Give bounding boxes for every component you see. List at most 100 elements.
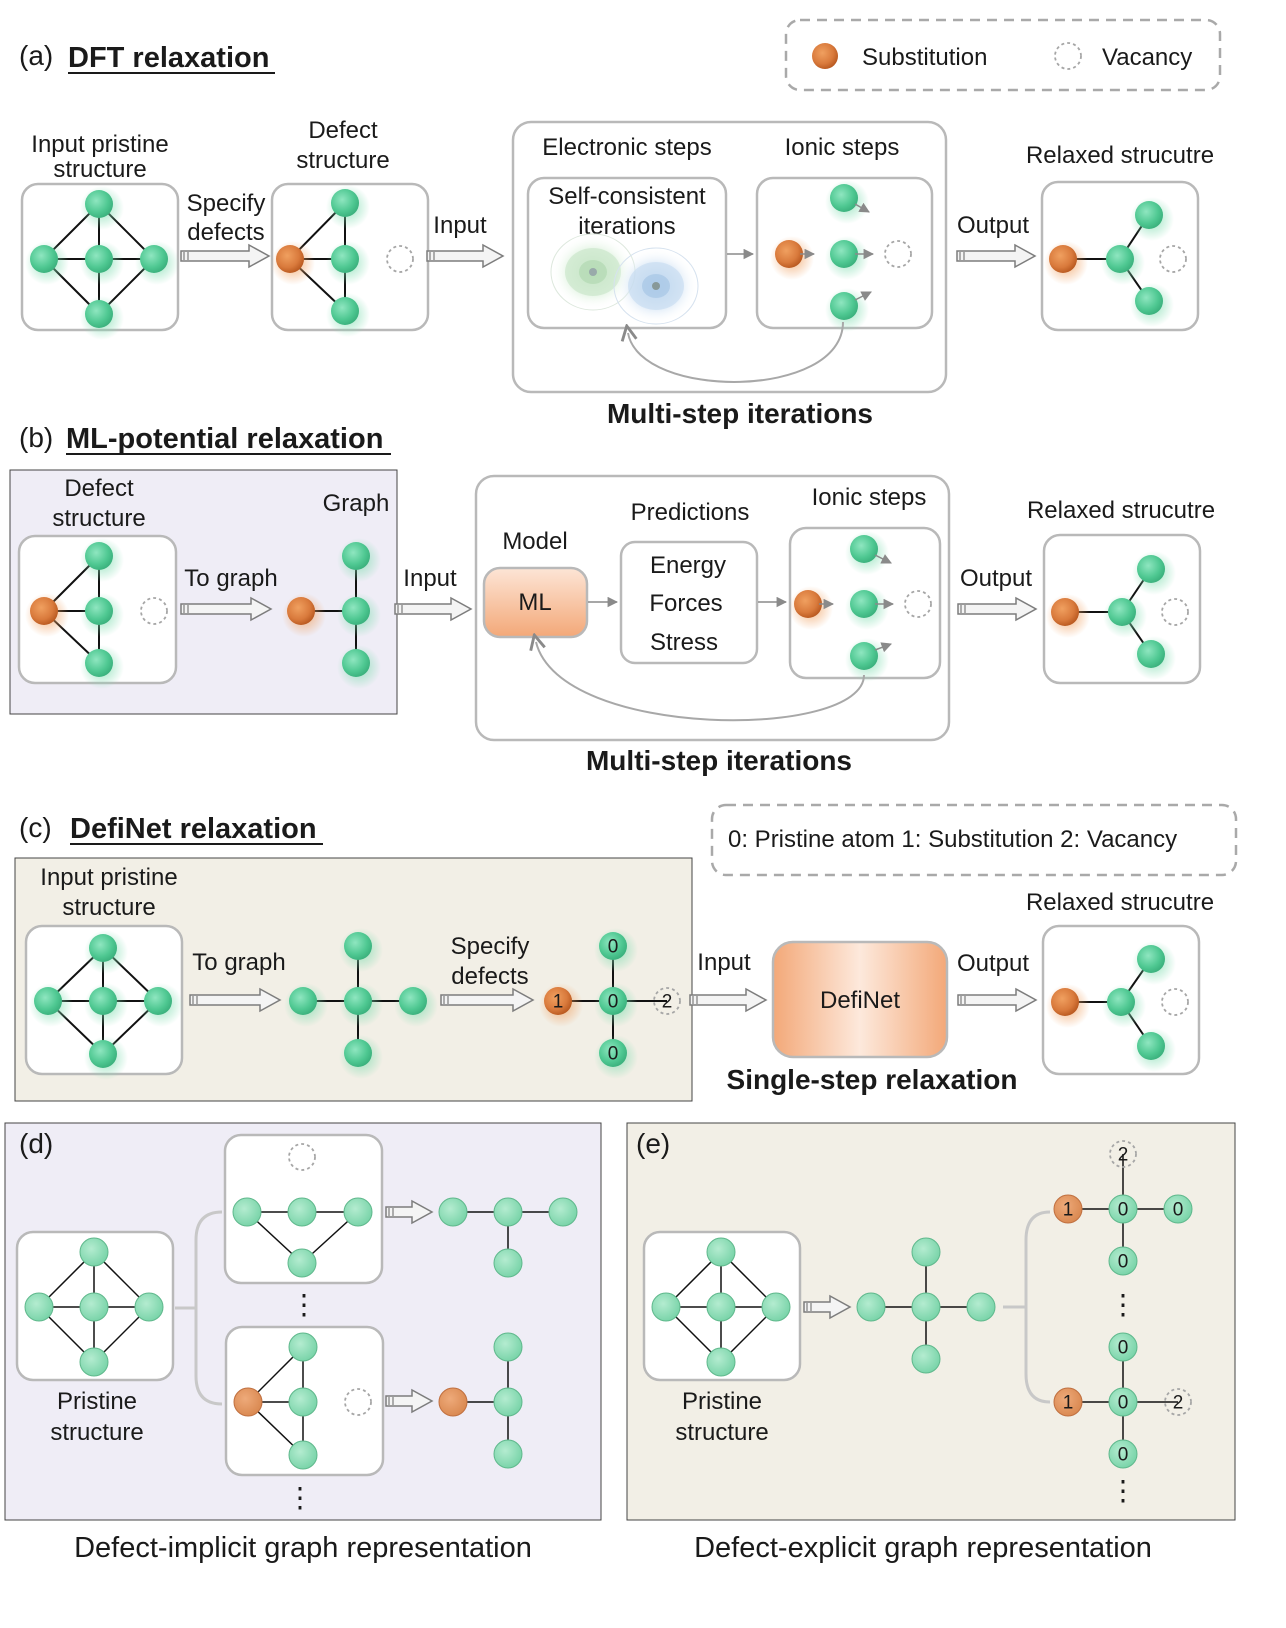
c-input-pristine-label-2: structure [62,894,155,921]
pristine-atom [288,1332,318,1362]
substitution-atom [233,1387,263,1417]
substitution-atom [1053,1387,1083,1417]
pristine-atom [438,1197,468,1227]
b-defect-label-2: structure [52,505,145,532]
b-model-label: Model [502,528,567,555]
pristine-atom [85,597,113,625]
a-specify-label-1: Specify [187,190,266,217]
pristine-atom [89,1040,117,1068]
b-output-arrow [957,596,1038,622]
block-arrow-shape [803,1294,852,1320]
c-input-label: Input [697,949,751,976]
b-graph-label: Graph [323,490,390,517]
pristine-atom [89,987,117,1015]
block-arrow-shape [394,596,473,622]
pristine-atom [706,1237,736,1267]
c-input-pristine-label-1: Input pristine [40,864,177,891]
pristine-atom [1137,1032,1165,1060]
a-specify-arrow [180,243,271,269]
b-input-label: Input [403,565,457,592]
pristine-atom [331,245,359,273]
pristine-atom [144,987,172,1015]
pristine-atom [1108,1332,1138,1362]
pristine-atom [79,1237,109,1267]
pristine-atom [1108,1387,1138,1417]
d-upper-graph [438,1197,578,1278]
b-forces-label: Forces [649,590,722,617]
displacement-arrow [854,291,872,301]
pristine-atom [79,1292,109,1322]
e-caption: Defect-explicit graph representation [694,1532,1152,1564]
pristine-atom [1108,1246,1138,1276]
pristine-atom [1107,988,1135,1016]
pristine-atom [287,1248,317,1278]
substitution-atom [276,245,304,273]
c-to-graph-arrow [189,987,282,1013]
a-defect-structure [271,185,414,337]
a-ionic-structure [770,180,912,332]
pristine-atom [493,1387,523,1417]
pristine-atom [140,245,168,273]
d-pristine-label-2: structure [50,1419,143,1446]
panel-b-title: ML-potential relaxation [66,423,383,455]
a-multistep-label: Multi-step iterations [607,398,873,429]
pristine-atom [342,649,370,677]
displacement-arrow [854,202,870,213]
c-specify-label-2: defects [451,963,528,990]
pristine-atom [85,245,113,273]
block-arrow-shape [180,596,273,622]
panel-b-label: (b) [19,422,53,453]
pristine-atom [850,642,878,670]
b-output-label: Output [960,565,1032,592]
pristine-atom [850,590,878,618]
node-label: 0 [1118,1393,1129,1414]
c-graph [284,928,438,1079]
substitution-atom [544,987,572,1015]
d-vertical-dots-1: ⋮ [290,1289,318,1320]
pristine-atom [89,934,117,962]
pristine-atom [493,1439,523,1469]
pristine-atom [599,987,627,1015]
substitution-atom [1049,245,1077,273]
d-lower-structure [233,1332,372,1470]
d-branch-bracket [175,1210,223,1406]
b-input-arrow [394,596,473,622]
vacancy-site [1161,598,1189,626]
pristine-atom [85,649,113,677]
e-vertical-dots-2: ⋮ [1109,1475,1137,1506]
c-specify-arrow [440,987,535,1013]
pristine-atom [911,1292,941,1322]
pristine-atom [24,1292,54,1322]
c-definet-model-box [771,940,949,1059]
b-relaxed-structure [1046,551,1189,680]
pristine-atom [830,292,858,320]
legend-node-labels-text: 0: Pristine atom 1: Substitution 2: Vaca… [728,826,1177,853]
pristine-atom [343,1197,373,1227]
pristine-atom [331,297,359,325]
panel-c-title: DefiNet relaxation [70,813,317,845]
pristine-atom [850,535,878,563]
displacement-arrow [874,642,892,653]
d-lower-graph [438,1332,523,1469]
substitution-legend-atom [812,43,838,69]
b-predictions-box [619,540,759,665]
pristine-atom [1108,1194,1138,1224]
c-output-arrow [957,987,1038,1013]
pristine-atom [34,987,62,1015]
pristine-atom [1108,1439,1138,1469]
a-input-label: Input [433,212,487,239]
pristine-atom [134,1292,164,1322]
vacancy-site [904,590,932,618]
pristine-atom [79,1347,109,1377]
pristine-atom [966,1292,996,1322]
pristine-atom [1137,640,1165,668]
b-stress-label: Stress [650,629,718,656]
a-ionic-steps-label: Ionic steps [785,134,900,161]
block-arrow-shape [189,987,282,1013]
d-pristine-label-1: Pristine [57,1388,137,1415]
pristine-atom [232,1197,262,1227]
pristine-atom [1137,945,1165,973]
pristine-atom [342,597,370,625]
pristine-atom [344,1039,372,1067]
pristine-atom [706,1347,736,1377]
